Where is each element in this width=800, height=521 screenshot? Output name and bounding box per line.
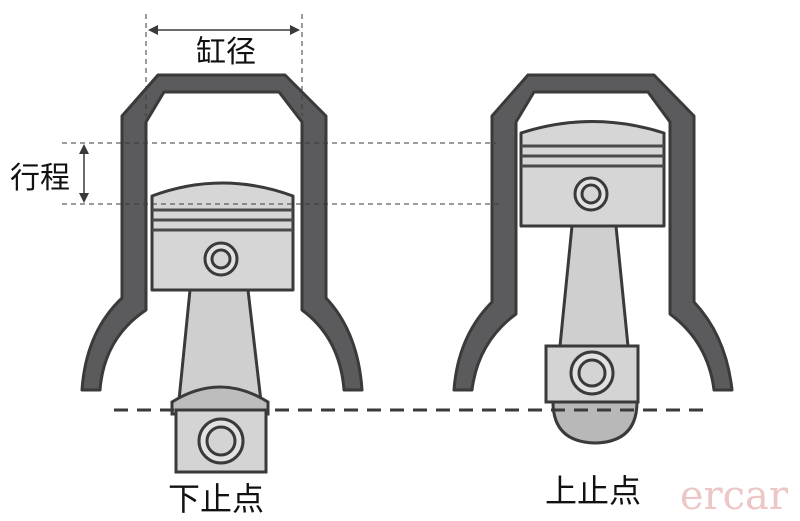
- left-crank-pin-inner: [205, 425, 237, 457]
- right-piston: [519, 120, 666, 228]
- stroke-dimension-arrow: [79, 144, 89, 203]
- reference-lines: [62, 14, 712, 412]
- tdc-label: 上止点: [545, 472, 641, 510]
- right-cylinder-wall: [452, 73, 734, 392]
- left-connecting-rod: [170, 288, 270, 474]
- right-crank-lobe: [551, 400, 639, 445]
- stroke-label: 行程: [10, 161, 70, 196]
- bdc-label: 下止点: [168, 480, 264, 518]
- right-piston-pin-inner: [580, 183, 602, 205]
- left-cylinder-wall: [80, 73, 364, 392]
- left-engine-assembly: [80, 73, 364, 474]
- left-piston: [150, 181, 295, 292]
- watermark: ercar: [680, 473, 789, 519]
- right-connecting-rod: [544, 224, 640, 404]
- bore-label: 缸径: [196, 35, 256, 70]
- right-engine-assembly: [452, 73, 734, 445]
- right-crank-pin-inner: [577, 358, 607, 388]
- left-piston-pin-inner: [210, 248, 232, 270]
- bore-dimension-arrow: [148, 25, 300, 35]
